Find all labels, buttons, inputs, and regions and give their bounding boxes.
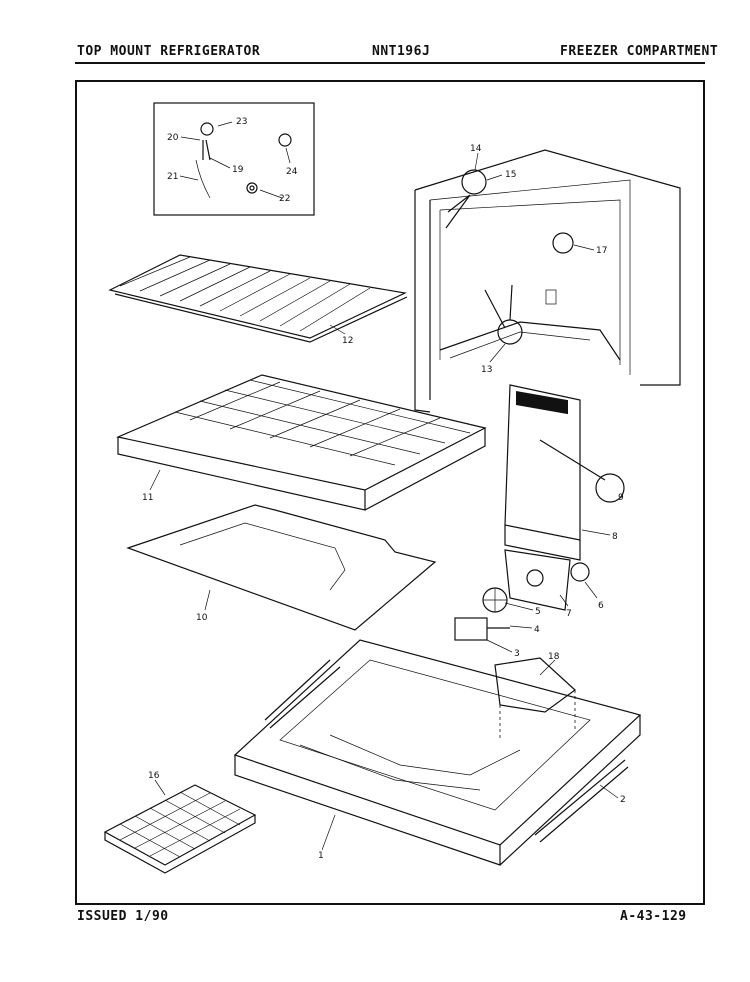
fan-motor-assembly xyxy=(454,587,510,641)
footer-page-code: A-43-129 xyxy=(620,909,687,924)
callout-6: 6 xyxy=(598,601,604,611)
header-section: FREEZER COMPARTMENT xyxy=(560,44,719,59)
callout-7: 7 xyxy=(566,609,572,619)
ice-tray xyxy=(103,784,257,874)
callout-5: 5 xyxy=(535,607,541,617)
callout-16: 16 xyxy=(148,771,160,781)
callout-4: 4 xyxy=(534,625,540,635)
header-title: TOP MOUNT REFRIGERATOR xyxy=(77,44,261,59)
callout-22: 22 xyxy=(279,194,290,204)
callout-24: 24 xyxy=(286,167,298,177)
callout-1: 1 xyxy=(318,851,324,861)
callout-11: 11 xyxy=(142,493,153,503)
callout-17: 17 xyxy=(596,246,607,256)
callout-14: 14 xyxy=(470,144,482,154)
duct-insulation xyxy=(494,657,576,740)
callout-21: 21 xyxy=(167,172,178,182)
freezer-shelf xyxy=(116,374,487,511)
callout-12: 12 xyxy=(342,336,353,346)
header-rule xyxy=(75,62,705,64)
footer-issued: ISSUED 1/90 xyxy=(77,909,169,924)
fan-bracket xyxy=(504,549,590,611)
callout-23: 23 xyxy=(236,117,247,127)
leader-lines xyxy=(149,121,619,851)
evaporator-cover xyxy=(126,504,437,631)
small-parts-inset xyxy=(153,102,315,216)
callout-8: 8 xyxy=(612,532,618,542)
fan-duct xyxy=(504,384,625,561)
diagram-frame xyxy=(75,80,705,905)
callout-19: 19 xyxy=(232,165,244,175)
callout-13: 13 xyxy=(481,365,492,375)
callout-3: 3 xyxy=(514,649,520,659)
callout-10: 10 xyxy=(196,613,208,623)
callout-15: 15 xyxy=(505,170,516,180)
callout-9: 9 xyxy=(618,493,624,503)
callout-18: 18 xyxy=(548,652,560,662)
wire-shelf xyxy=(108,254,408,343)
header-model: NNT196J xyxy=(372,44,431,59)
freezer-floor xyxy=(233,639,642,866)
freezer-cabinet xyxy=(414,149,681,413)
callout-20: 20 xyxy=(167,133,179,143)
callout-2: 2 xyxy=(620,795,626,805)
